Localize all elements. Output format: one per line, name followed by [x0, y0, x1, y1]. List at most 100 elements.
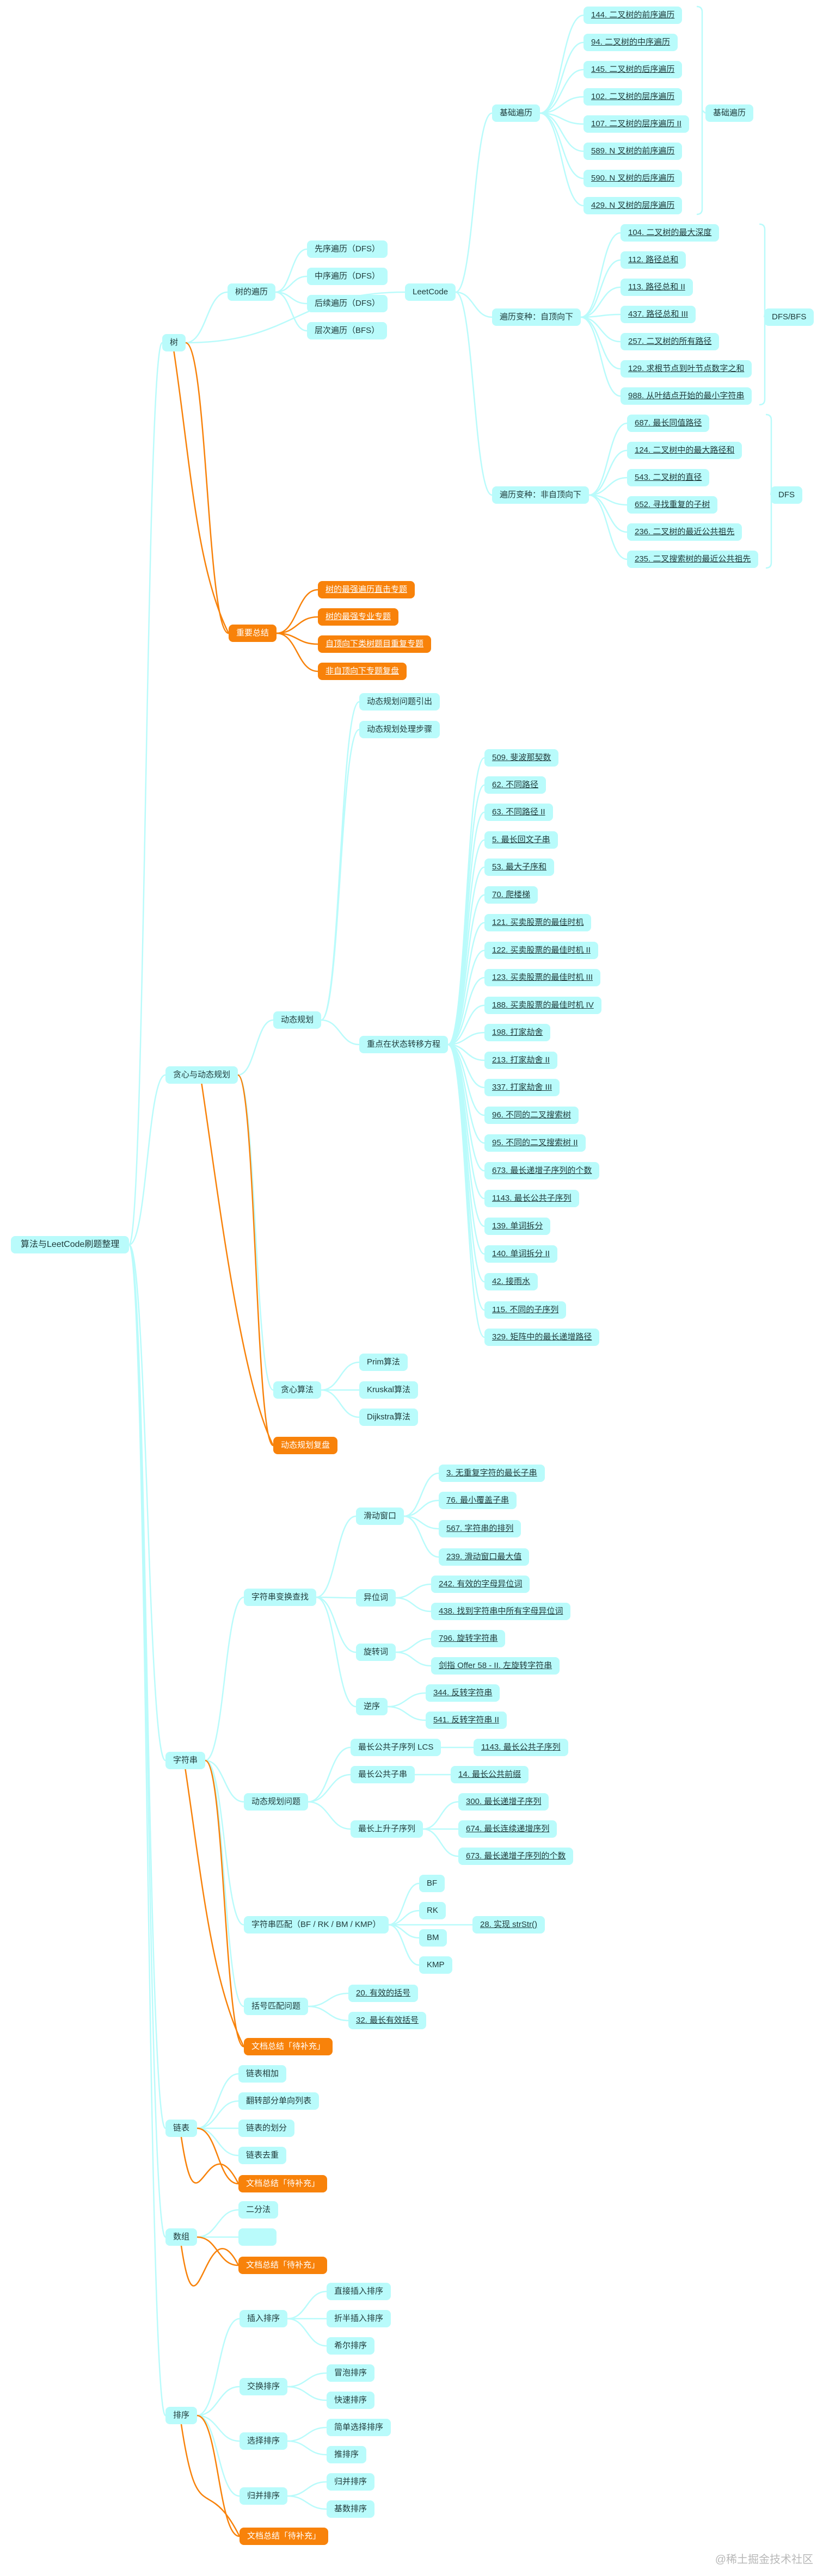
node-d5[interactable]: 53. 最大子序和 — [484, 858, 555, 876]
node-d17[interactable]: 1143. 最长公共子序列 — [484, 1190, 579, 1207]
node-an2[interactable]: 438. 找到字符串中所有字母异位词 — [431, 1603, 571, 1620]
node-paren: 括号匹配问题 — [244, 1998, 309, 2015]
node-d8[interactable]: 122. 买卖股票的最佳时机 II — [484, 942, 598, 959]
node-lis1[interactable]: 300. 最长递增子序列 — [458, 1793, 549, 1811]
edge-rev-re1 — [387, 1692, 426, 1708]
node-t4[interactable]: 437. 路径总和 III — [621, 306, 696, 323]
node-ts3[interactable]: 自顶向下类树题目重复专题 — [318, 635, 432, 653]
edge-dpkey-d17 — [447, 1043, 485, 1200]
node-ro1[interactable]: 796. 旋转字符串 — [431, 1630, 506, 1647]
node-treesum: 重要总结 — [229, 625, 277, 642]
node-b1[interactable]: 144. 二叉树的前序遍历 — [584, 7, 683, 24]
edge-treetrav-post — [275, 291, 308, 305]
node-p2[interactable]: 32. 最长有效括号 — [348, 2012, 427, 2029]
node-d1[interactable]: 509. 斐波那契数 — [484, 749, 559, 767]
edge-dpkey-d9 — [447, 977, 485, 1046]
node-n6[interactable]: 235. 二叉搜索树的最近公共祖先 — [627, 551, 759, 568]
node-d22[interactable]: 329. 矩阵中的最长递增路径 — [484, 1329, 600, 1346]
node-d2[interactable]: 62. 不同路径 — [484, 776, 546, 794]
node-sw1[interactable]: 3. 无重复字符的最长子串 — [439, 1465, 545, 1482]
edge-topdown-t1 — [580, 232, 621, 318]
node-t6[interactable]: 129. 求根节点到叶节点数字之和 — [621, 360, 752, 378]
node-d18[interactable]: 139. 单词拆分 — [484, 1218, 551, 1235]
node-d6[interactable]: 70. 爬楼梯 — [484, 886, 538, 904]
node-sort: 排序 — [165, 2407, 198, 2424]
node-d15[interactable]: 95. 不同的二叉搜索树 II — [484, 1134, 586, 1152]
node-ins: 插入排序 — [239, 2310, 288, 2327]
node-b6[interactable]: 589. N 叉树的前序遍历 — [584, 143, 683, 160]
node-asum: 文档总结「待补充」 — [238, 2257, 328, 2274]
node-re2[interactable]: 541. 反转字符串 II — [426, 1712, 507, 1729]
edge-swp-swp1 — [287, 2372, 327, 2388]
edge-treesum-ts4 — [276, 632, 318, 672]
node-d14[interactable]: 96. 不同的二叉搜索树 — [484, 1107, 579, 1124]
edge-list-l1 — [196, 2073, 239, 2129]
edge-strtrans-sw — [316, 1515, 357, 1598]
node-strdp: 动态规划问题 — [244, 1793, 309, 1811]
node-d21[interactable]: 115. 不同的子序列 — [484, 1301, 567, 1319]
edge-sel-sel1 — [287, 2426, 327, 2442]
node-t2[interactable]: 112. 路径总和 — [621, 251, 686, 269]
node-b2[interactable]: 94. 二叉树的中序遍历 — [584, 34, 678, 51]
node-p1[interactable]: 20. 有效的括号 — [348, 1985, 419, 2002]
accent-edge-treesum — [173, 351, 230, 634]
edge-dpkey-d20 — [447, 1043, 485, 1283]
node-d7[interactable]: 121. 买卖股票的最佳时机 — [484, 914, 592, 931]
node-b8[interactable]: 429. N 叉树的层序遍历 — [584, 197, 683, 214]
edge-string-strmatch — [205, 1759, 244, 1926]
node-g1: Prim算法 — [359, 1354, 408, 1371]
edge-dpkey-d7 — [447, 922, 485, 1046]
node-sw4[interactable]: 239. 滑动窗口最大值 — [439, 1548, 530, 1566]
node-ts1[interactable]: 树的最强遍历直击专题 — [318, 581, 415, 598]
node-n2[interactable]: 124. 二叉树中的最大路径和 — [627, 442, 742, 459]
node-re1[interactable]: 344. 反转字符串 — [426, 1684, 500, 1702]
node-mrg1: 归并排序 — [327, 2473, 375, 2491]
node-t5[interactable]: 257. 二叉树的所有路径 — [621, 333, 720, 350]
node-d10[interactable]: 188. 买卖股票的最佳时机 IV — [484, 997, 601, 1014]
node-d11[interactable]: 198. 打家劫舍 — [484, 1024, 551, 1041]
node-d13[interactable]: 337. 打家劫舍 III — [484, 1079, 560, 1096]
edge-basic-b3 — [539, 69, 584, 114]
node-lcp1[interactable]: 14. 最长公共前缀 — [451, 1766, 529, 1783]
node-n3[interactable]: 543. 二叉树的直径 — [627, 469, 710, 486]
node-lis3[interactable]: 673. 最长递增子序列的个数 — [458, 1848, 574, 1865]
node-kmp28[interactable]: 28. 实现 strStr() — [472, 1916, 545, 1933]
node-d16[interactable]: 673. 最长递增子序列的个数 — [484, 1162, 600, 1179]
edge-dp-dp2 — [321, 728, 360, 1021]
node-b4[interactable]: 102. 二叉树的层序遍历 — [584, 88, 683, 106]
accent-edge-dpsum — [201, 1083, 274, 1446]
node-sw2[interactable]: 76. 最小覆盖子串 — [439, 1492, 517, 1509]
bracket-label-topdown: DFS/BFS — [764, 308, 814, 326]
node-sw3[interactable]: 567. 字符串的排列 — [439, 1520, 521, 1537]
node-lcs1[interactable]: 1143. 最长公共子序列 — [474, 1739, 568, 1756]
edge-strtrans-ana — [316, 1596, 357, 1599]
node-d19[interactable]: 140. 单词拆分 II — [484, 1245, 557, 1263]
node-t7[interactable]: 988. 从叶结点开始的最小字符串 — [621, 387, 752, 405]
node-ro2[interactable]: 剑指 Offer 58 - II. 左旋转字符串 — [431, 1657, 560, 1675]
node-d3[interactable]: 63. 不同路径 II — [484, 804, 553, 821]
node-lcs: 最长公共子序列 LCS — [351, 1739, 441, 1756]
node-b3[interactable]: 145. 二叉树的后序遍历 — [584, 61, 683, 78]
node-d20[interactable]: 42. 接雨水 — [484, 1273, 538, 1290]
edge-array-asum — [196, 2236, 239, 2266]
node-b5[interactable]: 107. 二叉树的层序遍历 II — [584, 115, 689, 133]
node-l2: 翻转部分单向列表 — [238, 2092, 320, 2110]
node-n5[interactable]: 236. 二叉树的最近公共祖先 — [627, 523, 742, 541]
node-ts4[interactable]: 非自顶向下专题复盘 — [318, 663, 407, 680]
node-d12[interactable]: 213. 打家劫舍 II — [484, 1052, 557, 1069]
edge-nontop-n5 — [588, 494, 628, 533]
node-n4[interactable]: 652. 寻找重复的子树 — [627, 496, 718, 514]
node-b7[interactable]: 590. N 叉树的后序遍历 — [584, 170, 683, 187]
node-t3[interactable]: 113. 路径总和 II — [621, 279, 693, 296]
node-d4[interactable]: 5. 最长回文子串 — [484, 831, 558, 849]
node-t1[interactable]: 104. 二叉树的最大深度 — [621, 224, 720, 242]
node-array: 数组 — [165, 2228, 198, 2246]
node-d9[interactable]: 123. 买卖股票的最佳时机 III — [484, 969, 601, 986]
node-lis2[interactable]: 674. 最长连续递增序列 — [458, 1820, 557, 1838]
edge-dpkey-d13 — [447, 1043, 485, 1089]
node-n1[interactable]: 687. 最长同值路径 — [627, 415, 710, 432]
node-ts2[interactable]: 树的最强专业专题 — [318, 608, 399, 626]
node-an1[interactable]: 242. 有效的字母异位词 — [431, 1576, 530, 1593]
node-sel2: 推排序 — [327, 2446, 367, 2463]
